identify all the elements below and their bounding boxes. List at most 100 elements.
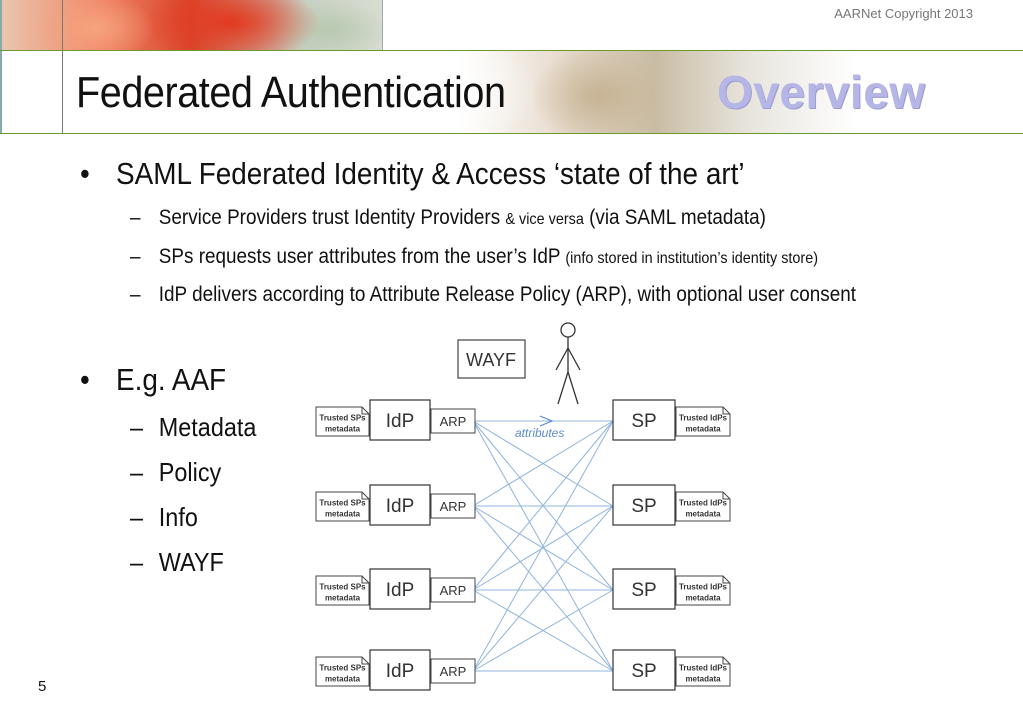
sp-metadata-doc-0 [675,406,731,437]
sub-bullet-trust-text: Service Providers trust Identity Provide… [158,206,506,229]
idp-box-1 [369,484,431,526]
sp-metadata-doc-2-fold [722,576,730,584]
bullet-aaf: •E.g. AAF [80,362,226,398]
sp-box-0 [612,399,676,441]
header-photo [0,0,382,50]
dash: – [130,412,144,442]
sp-box-1 [612,484,676,526]
sub-bullet-attributes: –SPs requests user attributes from the u… [130,245,818,269]
sub-bullet-policy-text: Policy [158,457,222,487]
idp-metadata-doc-0-line2: metadata [325,425,361,434]
idp-metadata-doc-3-line1: Trusted SPs [319,664,366,673]
idp-label-0: IdP [386,411,415,432]
page-title: Federated Authentication [76,68,506,117]
idp-metadata-doc-1-line2: metadata [325,510,361,519]
idp-metadata-doc-2 [315,575,370,606]
arp-box-0 [430,408,476,434]
attributes-arrow-icon [539,415,554,427]
bullet-aaf-text: E.g. AAF [116,362,227,397]
attributes-label: attributes [515,426,564,440]
arp-label-0: ARP [440,414,467,429]
sp-label-1: SP [631,496,656,517]
sub-bullet-info-text: Info [158,502,198,532]
idp-label-1: IdP [386,496,415,517]
arp-label-2: ARP [440,583,467,598]
idp-metadata-doc-0-line1: Trusted SPs [319,414,366,423]
bullet-saml: • SAML Federated Identity & Access ‘state… [80,156,745,192]
bullet-saml-text: SAML Federated Identity & Access ‘state … [116,156,745,191]
sp-metadata-doc-2-line2: metadata [685,594,721,603]
wayf-box [457,339,526,379]
sp-metadata-doc-0-fold [722,407,730,415]
sub-bullet-attributes-text: SPs requests user attributes from the us… [158,245,566,268]
idp-metadata-doc-2-line2: metadata [325,594,361,603]
sp-metadata-doc-2-line1: Trusted IdPs [679,583,728,592]
sp-metadata-doc-2 [675,575,731,606]
sp-metadata-doc-1-line1: Trusted IdPs [679,499,728,508]
sp-metadata-doc-3 [675,656,731,687]
idp-metadata-doc-1-line1: Trusted SPs [319,499,366,508]
idp-label-2: IdP [386,580,415,601]
sp-metadata-doc-3-line1: Trusted IdPs [679,664,728,673]
dash: – [130,206,141,229]
title-background [0,51,655,133]
mesh-line-3-0 [472,420,614,672]
sub-bullet-trust-small: & vice versa [505,211,584,228]
bullet-dot: • [80,156,90,191]
left-edge-rule [0,0,2,133]
sp-metadata-doc-3-line2: metadata [685,675,721,684]
section-title: Overview [717,66,926,118]
sub-bullet-arp: –IdP delivers according to Attribute Rel… [130,283,856,307]
attribute-mesh [472,420,614,672]
wayf-label: WAYF [466,350,516,370]
dash: – [130,547,144,577]
sp-label-0: SP [631,411,656,432]
sub-bullet-info: –Info [130,502,198,533]
idp-metadata-doc-2-fold [361,576,369,584]
sp-box-2 [612,568,676,610]
arp-label-3: ARP [440,664,467,679]
sub-bullet-wayf-text: WAYF [158,547,224,577]
idp-metadata-doc-0 [315,406,370,437]
sp-metadata-doc-1-line2: metadata [685,510,721,519]
sp-box-3 [612,649,676,691]
sub-bullet-metadata-text: Metadata [158,412,257,442]
sp-metadata-doc-0-line1: Trusted IdPs [679,414,728,423]
dash: – [130,457,144,487]
sp-metadata-doc-3-fold [722,657,730,665]
header-top-rule [0,50,1023,51]
copyright-notice: AARNet Copyright 2013 [834,6,973,21]
sub-bullet-wayf: –WAYF [130,547,224,578]
sub-bullet-trust-tail: (via SAML metadata) [583,206,766,229]
dash: – [130,502,144,532]
arp-label-1: ARP [440,499,467,514]
idp-label-3: IdP [386,661,415,682]
header-vertical-rule [62,0,63,133]
title-background-fade [655,51,1023,133]
idp-metadata-doc-1-fold [361,492,369,500]
arp-box-3 [430,658,476,684]
sub-bullet-attributes-small: (info stored in institution’s identity s… [565,250,819,267]
sp-metadata-doc-0-line2: metadata [685,425,721,434]
idp-metadata-doc-3 [315,656,370,687]
arp-box-2 [430,577,476,603]
mesh-line-3-2 [472,589,614,672]
idp-metadata-doc-0-fold [361,407,369,415]
arp-box-1 [430,493,476,519]
idp-box-3 [369,649,431,691]
sp-label-2: SP [631,580,656,601]
idp-box-0 [369,399,431,441]
idp-metadata-doc-2-line1: Trusted SPs [319,583,366,592]
sub-bullet-policy: –Policy [130,457,221,488]
sub-bullet-trust: –Service Providers trust Identity Provid… [130,206,766,230]
idp-box-2 [369,568,431,610]
idp-metadata-doc-3-fold [361,657,369,665]
sp-metadata-doc-1-fold [722,492,730,500]
sub-bullet-arp-text: IdP delivers according to Attribute Rele… [158,283,857,306]
idp-metadata-doc-3-line2: metadata [325,675,361,684]
sp-label-3: SP [631,661,656,682]
slide-number: 5 [38,678,47,695]
header-bottom-rule [0,133,1023,134]
